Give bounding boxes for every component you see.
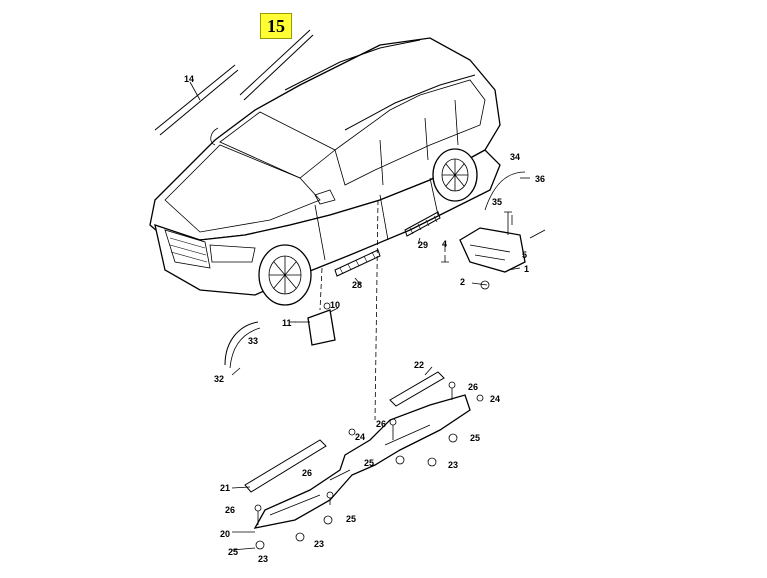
callout-24a[interactable]: 24: [355, 432, 365, 442]
leader-lines: [319, 199, 379, 421]
callout-23a[interactable]: 23: [314, 539, 324, 549]
callout-25a[interactable]: 25: [228, 547, 238, 557]
callout-35[interactable]: 35: [492, 197, 502, 207]
highlighted-part-label[interactable]: 15: [260, 13, 292, 39]
callout-26d[interactable]: 26: [468, 382, 478, 392]
windshield-trim-strips: [154, 29, 314, 146]
callout-5[interactable]: 5: [522, 250, 527, 260]
callout-28[interactable]: 28: [352, 280, 362, 290]
callout-26a[interactable]: 26: [225, 505, 235, 515]
vehicle-outline: [149, 37, 501, 306]
callout-1[interactable]: 1: [524, 264, 529, 274]
sill-strips: [334, 211, 441, 277]
callout-36[interactable]: 36: [535, 174, 545, 184]
callout-ticks: [189, 81, 521, 551]
callout-25d[interactable]: 25: [364, 458, 374, 468]
callout-4[interactable]: 4: [442, 239, 447, 249]
callout-22[interactable]: 22: [414, 360, 424, 370]
callout-2[interactable]: 2: [460, 277, 465, 287]
callout-33[interactable]: 33: [248, 336, 258, 346]
callout-24b[interactable]: 24: [490, 394, 500, 404]
callout-25b[interactable]: 25: [346, 514, 356, 524]
callout-10[interactable]: 10: [330, 300, 340, 310]
callout-34[interactable]: 34: [510, 152, 520, 162]
callout-11[interactable]: 11: [282, 318, 292, 328]
sill-assembly: [244, 371, 484, 550]
rear-bracket: [441, 171, 546, 290]
callout-23c[interactable]: 23: [258, 554, 268, 564]
callout-25c[interactable]: 25: [470, 433, 480, 443]
callout-23b[interactable]: 23: [448, 460, 458, 470]
callout-32[interactable]: 32: [214, 374, 224, 384]
wheel-arch-trim: [224, 302, 336, 369]
callout-21[interactable]: 21: [220, 483, 230, 493]
callout-29[interactable]: 29: [418, 240, 428, 250]
callout-20[interactable]: 20: [220, 529, 230, 539]
callout-26b[interactable]: 26: [302, 468, 312, 478]
callout-26c[interactable]: 26: [376, 419, 386, 429]
callout-14[interactable]: 14: [184, 74, 194, 84]
